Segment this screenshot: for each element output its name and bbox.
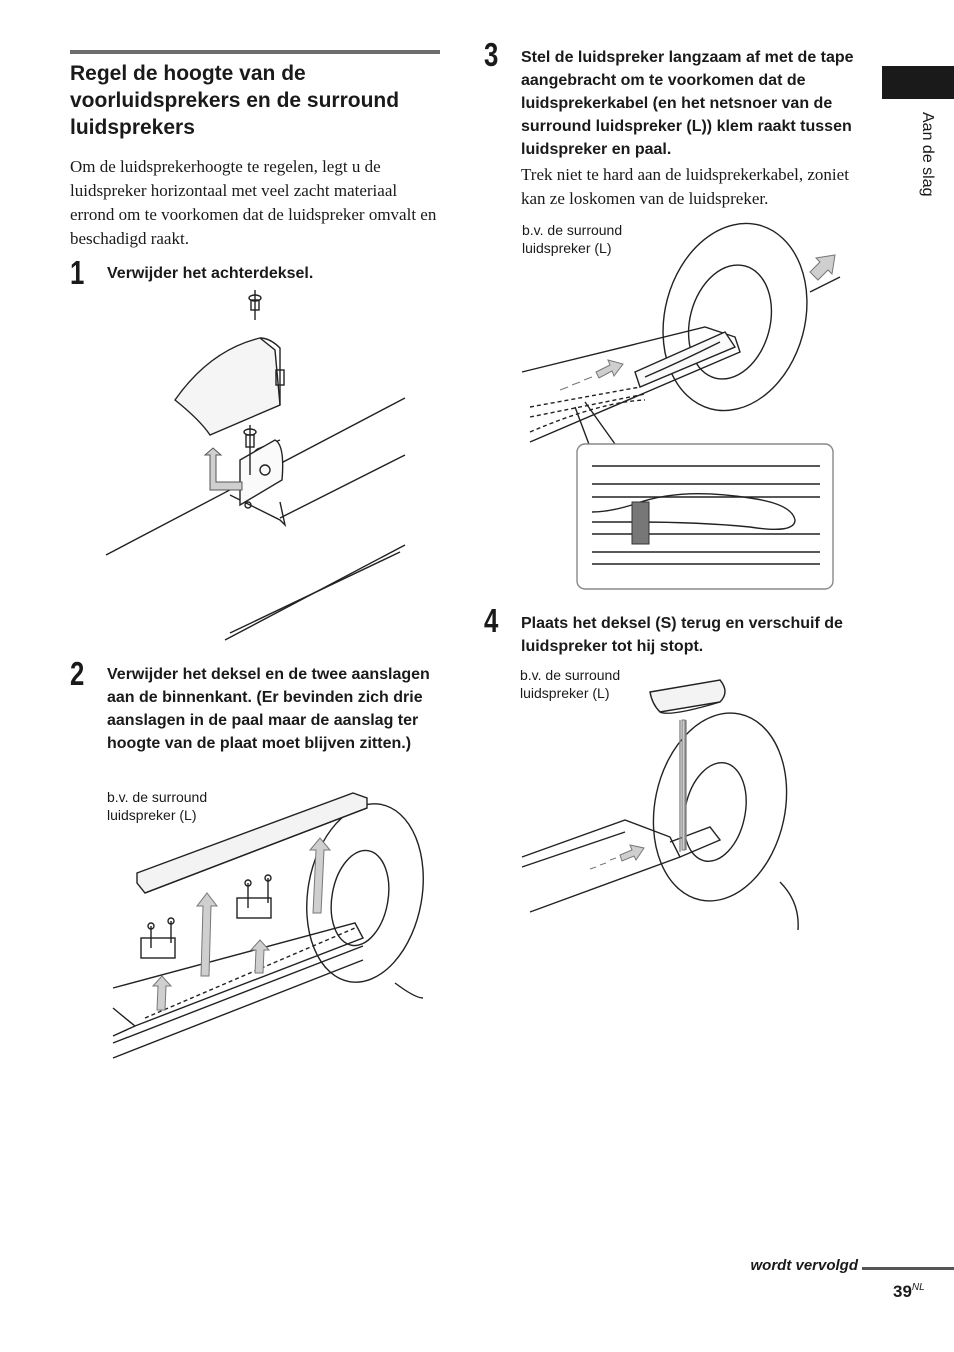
illustration-replace-cover xyxy=(521,679,799,931)
section-rule xyxy=(70,50,440,54)
continued-rule xyxy=(862,1267,954,1270)
step-3-note: Trek niet te hard aan de luidsprekerkabe… xyxy=(521,165,849,208)
page-number: 39NL xyxy=(893,1282,925,1302)
intro-paragraph: Om de luidsprekerhoogte te regelen, legt… xyxy=(70,157,437,248)
step-3-number: 3 xyxy=(484,36,499,73)
side-tab-label: Aan de slag xyxy=(919,112,936,197)
page-number-value: 39 xyxy=(893,1282,912,1301)
step-3-text: Stel de luidspreker langzaam af met de t… xyxy=(521,49,854,158)
continued-label: wordt vervolgd xyxy=(750,1257,858,1274)
side-tab-marker xyxy=(882,66,954,99)
step-2-caption: b.v. de surround luidspreker (L) xyxy=(107,789,208,823)
step-1-text: Verwijder het achterdeksel. xyxy=(107,265,314,282)
page-number-suffix: NL xyxy=(911,1282,925,1293)
step-1-number: 1 xyxy=(70,254,85,291)
step-4-number: 4 xyxy=(484,602,499,639)
section-title: Regel de hoogte van de voorluidsprekers … xyxy=(70,62,400,139)
step-3-caption: b.v. de surround luidspreker (L) xyxy=(522,222,623,256)
step-4-text: Plaats het deksel (S) terug en verschuif… xyxy=(521,615,843,655)
step-4-caption: b.v. de surround luidspreker (L) xyxy=(520,667,621,701)
illustration-rear-cover xyxy=(105,290,406,641)
step-2-text: Verwijder het deksel en de twee aanslage… xyxy=(107,666,430,752)
illustration-cover-stoppers xyxy=(112,792,424,1059)
step-2-number: 2 xyxy=(70,655,85,692)
illustration-tape-cable xyxy=(521,222,841,590)
